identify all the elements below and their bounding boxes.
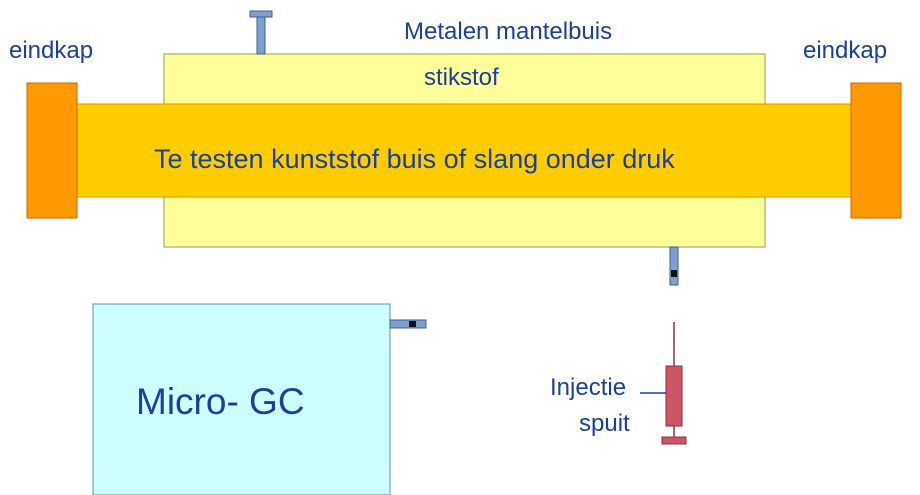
- label-micro-gc: Micro- GC: [136, 381, 305, 422]
- gc-inlet-port: [389, 319, 427, 329]
- label-jacket-tube: Metalen mantelbuis: [404, 18, 613, 45]
- label-syringe-line1: Injectie: [550, 374, 627, 401]
- inlet-port: [249, 10, 273, 55]
- label-endcap-left: eindkap: [9, 37, 94, 64]
- label-test-tube: Te testen kunststof buis of slang onder …: [154, 144, 675, 174]
- label-syringe-line2: spuit: [579, 410, 630, 437]
- test-tube: [71, 103, 857, 198]
- sampling-port: [669, 246, 679, 286]
- endcap-left: [26, 82, 78, 219]
- micro-gc-box: [92, 303, 391, 495]
- endcap-right: [850, 82, 902, 219]
- syringe-icon: [640, 322, 687, 445]
- label-nitrogen: stikstof: [424, 64, 499, 91]
- label-endcap-right: eindkap: [803, 37, 888, 64]
